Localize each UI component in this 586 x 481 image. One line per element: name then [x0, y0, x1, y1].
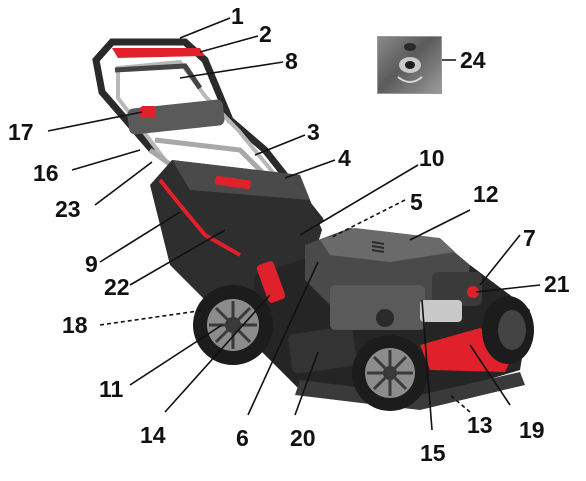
height-adjust-lever: [256, 261, 286, 303]
leader-lines: [47, 17, 541, 431]
engine-cover-top: [320, 228, 455, 262]
detail-inset-art: [397, 43, 423, 83]
leader-16: [71, 149, 141, 171]
leader-4: [284, 159, 336, 179]
engine-block: [330, 285, 425, 330]
leader-17: [47, 111, 143, 132]
control-red-button: [140, 106, 156, 118]
primer-button: [467, 286, 479, 298]
leader-22: [129, 229, 226, 286]
label-24: 24: [460, 47, 486, 73]
leader-20: [294, 351, 319, 416]
label-13: 13: [467, 412, 493, 438]
label-23: 23: [55, 196, 81, 222]
label-19: 19: [519, 417, 545, 443]
label-4: 4: [338, 145, 351, 171]
leader-2: [199, 35, 259, 53]
label-3: 3: [307, 119, 320, 145]
speed-lever: [114, 63, 203, 90]
leader-7: [479, 234, 521, 286]
oil-cap: [376, 309, 394, 327]
engine-vents: [371, 241, 385, 253]
leader-8: [179, 61, 284, 79]
label-12: 12: [473, 181, 499, 207]
label-21: 21: [544, 271, 570, 297]
label-15: 15: [420, 440, 446, 466]
label-5: 5: [410, 189, 423, 215]
label-6: 6: [236, 425, 249, 451]
handle-bar-inner: [116, 59, 302, 207]
leader-9: [99, 211, 181, 263]
catcher-handle: [214, 175, 251, 190]
leader-1: [179, 17, 231, 39]
label-18: 18: [62, 312, 88, 338]
leader-6: [247, 261, 319, 416]
handle-bar-outer: [92, 38, 324, 224]
leader-13: [449, 394, 471, 413]
deck-skirt: [295, 372, 525, 410]
label-9: 9: [85, 251, 98, 277]
rear-wheel: [193, 285, 273, 365]
label-11: 11: [99, 376, 124, 402]
handle-grip: [112, 48, 205, 58]
front-wheel: [352, 335, 428, 411]
label-14: 14: [140, 422, 166, 448]
label-17: 17: [8, 119, 34, 145]
label-2: 2: [259, 21, 272, 47]
fuel-tank: [420, 300, 462, 322]
part-number-labels: 1 2 8 24 17 3 4 16 10 23 5 12 7 9 21 22 …: [8, 3, 570, 466]
leader-18: [99, 309, 206, 326]
label-20: 20: [290, 425, 316, 451]
label-7: 7: [523, 225, 536, 251]
label-22: 22: [104, 274, 130, 300]
back-right-wheel: [482, 296, 534, 364]
leader-19: [469, 344, 511, 406]
label-1: 1: [231, 3, 244, 29]
leader-3: [254, 134, 306, 156]
leader-14: [164, 294, 271, 413]
leader-12: [409, 209, 471, 241]
label-16: 16: [33, 160, 59, 186]
leader-23: [94, 161, 153, 206]
leader-21: [475, 284, 541, 293]
leader-15: [421, 299, 433, 431]
leader-5: [329, 199, 406, 239]
label-8: 8: [285, 48, 298, 74]
detail-inset: [377, 36, 442, 94]
front-handle: [288, 326, 357, 374]
leader-11: [129, 324, 223, 386]
mower-illustration: [92, 38, 534, 411]
leader-10: [299, 164, 419, 236]
air-filter: [432, 272, 482, 306]
grass-catcher-stripe: [158, 178, 241, 257]
label-10: 10: [419, 145, 445, 171]
